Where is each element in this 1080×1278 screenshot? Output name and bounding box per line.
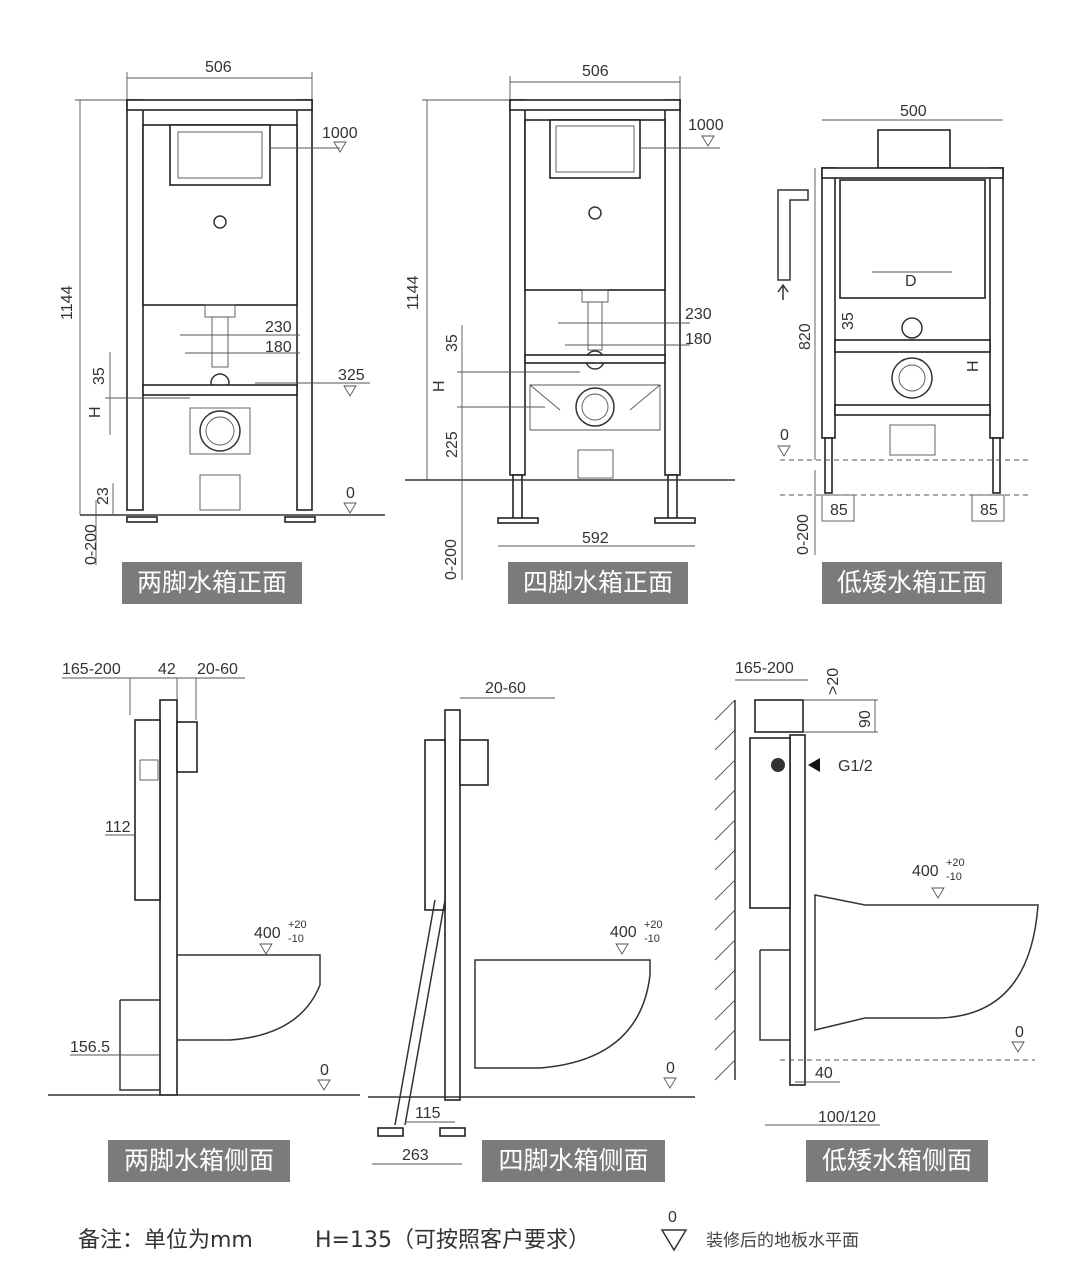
dimension-label: 0 xyxy=(668,1209,677,1226)
dimension-label: H xyxy=(87,406,104,418)
dimension-label: >20 xyxy=(825,668,842,695)
side-four-leg-drawing: 20-60 400 +20 -10 0 115 263 xyxy=(368,680,695,1165)
floor-level-symbol: 0 xyxy=(660,1209,688,1252)
dimension-label: H xyxy=(965,360,982,372)
side-two-leg-drawing: 165-200 42 20-60 112 400 +20 -10 156.5 0 xyxy=(48,661,360,1096)
dimension-label: 263 xyxy=(402,1147,429,1164)
dimension-label: +20 xyxy=(288,919,307,931)
dimension-label: 230 xyxy=(265,319,292,336)
title-side-low: 低矮水箱侧面 xyxy=(806,1140,988,1182)
dimension-label: 0-200 xyxy=(443,539,460,580)
dim-height: 1144 xyxy=(59,285,76,320)
dimension-label: +20 xyxy=(644,919,663,931)
dim-width: 506 xyxy=(205,59,232,76)
dimension-label: 225 xyxy=(444,431,461,458)
dimension-label: 0 xyxy=(346,485,355,502)
dimension-label: 180 xyxy=(685,331,712,348)
dimension-label: 42 xyxy=(158,661,176,678)
dimension-label: 1000 xyxy=(688,117,724,134)
title-front-four-leg: 四脚水箱正面 xyxy=(508,562,688,604)
front-four-leg-drawing: 506 1144 230 180 1000 35 H 225 592 0-200 xyxy=(405,63,735,580)
dimension-label: 115 xyxy=(415,1105,441,1122)
dimension-label: 90 xyxy=(857,710,874,728)
dimension-label: 400 xyxy=(610,924,637,941)
dimension-label: 23 xyxy=(95,487,112,505)
dimension-label: 820 xyxy=(797,323,814,350)
dimension-label: 165-200 xyxy=(735,660,794,677)
dimension-label: 35 xyxy=(91,367,108,385)
dimension-label: 35 xyxy=(840,312,857,330)
dimension-label: 165-200 xyxy=(62,661,121,678)
dimension-label: 20-60 xyxy=(197,661,238,678)
dimension-label: 100/120 xyxy=(818,1109,876,1126)
dimension-label: 400 xyxy=(912,863,939,880)
h-note: H=135（可按照客户要求） xyxy=(315,1228,590,1253)
dimension-label: 0 xyxy=(320,1062,329,1079)
dimension-label: 506 xyxy=(582,63,609,80)
dimension-label: 325 xyxy=(338,367,365,384)
dimension-label: 180 xyxy=(265,339,292,356)
dimension-label: 1000 xyxy=(322,125,358,142)
front-two-leg-drawing: 506 1144 230 180 1000 325 35 H 23 0 0-20… xyxy=(59,59,385,565)
dimension-label: 35 xyxy=(444,334,461,352)
dimension-label: D xyxy=(905,273,917,290)
dimension-label: 40 xyxy=(815,1065,833,1082)
dimension-label: G1/2 xyxy=(838,758,873,775)
title-front-low: 低矮水箱正面 xyxy=(822,562,1002,604)
dimension-label: 592 xyxy=(582,530,609,547)
dimension-label: 0 xyxy=(666,1060,675,1077)
dimension-label: 0-200 xyxy=(83,524,100,565)
title-side-two-leg: 两脚水箱侧面 xyxy=(108,1140,290,1182)
dimension-label: 0-200 xyxy=(795,514,812,555)
side-low-drawing: 165-200 >20 90 G1/2 400 +20 -10 0 40 100/… xyxy=(714,660,1039,1126)
dimension-label: 500 xyxy=(900,103,927,120)
dimension-label: 85 xyxy=(980,502,998,519)
dimension-label: 0 xyxy=(780,427,789,444)
dimension-label: 20-60 xyxy=(485,680,526,697)
title-side-four-leg: 四脚水箱侧面 xyxy=(482,1140,665,1182)
dimension-label: 156.5 xyxy=(70,1039,110,1056)
dimension-label: H xyxy=(431,380,448,392)
dimension-label: 1144 xyxy=(405,275,422,310)
dimension-label: 112 xyxy=(105,819,131,836)
dimension-label: -10 xyxy=(946,871,962,883)
dimension-label: 400 xyxy=(254,925,281,942)
dimension-label: 230 xyxy=(685,306,712,323)
dimension-label: 85 xyxy=(830,502,848,519)
floor-legend: 装修后的地板水平面 xyxy=(706,1231,859,1251)
dimension-label: 0 xyxy=(1015,1024,1024,1041)
unit-note: 备注：单位为mm xyxy=(78,1228,253,1253)
front-low-drawing: 500 D 85 85 820 35 H 0 0-200 xyxy=(777,103,1030,555)
dimension-label: -10 xyxy=(644,933,660,945)
dimension-label: +20 xyxy=(946,857,965,869)
title-front-two-leg: 两脚水箱正面 xyxy=(122,562,302,604)
dimension-label: -10 xyxy=(288,933,304,945)
